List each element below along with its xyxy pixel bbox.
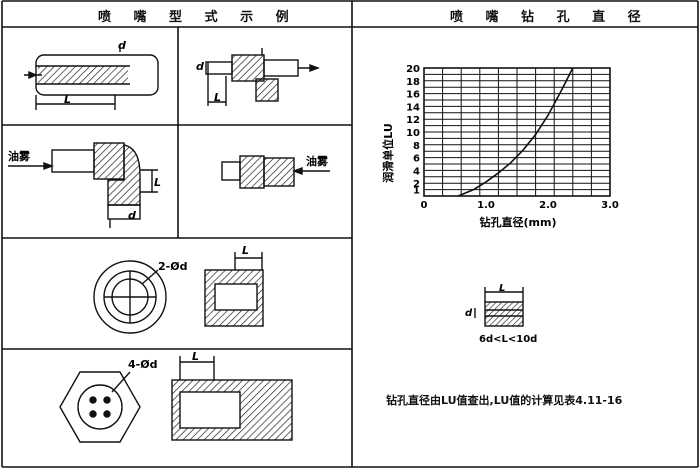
hole-condition: 6d<L<10d xyxy=(479,334,537,345)
hole-diagram: L d 6d<L<10d xyxy=(465,283,537,345)
y-tick-label: 16 xyxy=(406,90,420,101)
y-tick-label: 6 xyxy=(413,154,420,165)
chart-grid xyxy=(423,67,611,197)
x-tick-label: 3.0 xyxy=(601,200,619,211)
chart-y-axis-label: 润滑单位LU xyxy=(381,123,395,183)
label-L-6: L xyxy=(192,350,199,363)
y-tick-label: 18 xyxy=(406,77,420,88)
nozzle-drawings: d L d L 油雾 xyxy=(8,39,330,443)
fitting-nozzle-drawing xyxy=(205,48,320,106)
label-2-holes: 2-Ød xyxy=(158,260,187,273)
x-tick-label: 1.0 xyxy=(477,200,495,211)
y-tick-label: 4 xyxy=(413,166,420,177)
label-d-1: d xyxy=(118,39,126,52)
chart-plot-frame xyxy=(423,67,611,197)
two-hole-nozzle-drawing xyxy=(93,252,264,334)
right-column-header: 喷 嘴 钻 孔 直 径 xyxy=(450,10,650,25)
chart-series xyxy=(457,67,574,197)
chart-x-ticks: 0 1.0 2.0 3.0 xyxy=(421,200,619,211)
label-d-3: d xyxy=(128,209,136,222)
y-tick-label: 12 xyxy=(406,115,420,126)
label-oil-mist-right: 油雾 xyxy=(306,154,329,168)
hole-label-d: d xyxy=(465,308,473,319)
label-L-1: L xyxy=(64,93,71,106)
left-column-header: 喷 嘴 型 式 示 例 xyxy=(98,10,298,25)
y-tick-label: 14 xyxy=(406,102,420,113)
hole-label-L: L xyxy=(499,283,505,294)
lu-curve xyxy=(457,67,574,197)
straight-nozzle-drawing xyxy=(24,45,159,110)
elbow-nozzle-drawing xyxy=(8,142,158,228)
label-L-3: L xyxy=(154,176,161,189)
label-4-holes: 4-Ød xyxy=(128,358,157,371)
chart-x-axis-label: 钻孔直径(mm) xyxy=(480,215,557,229)
four-hole-nozzle-drawing xyxy=(59,356,293,443)
label-L-2: L xyxy=(214,91,221,104)
label-d-2: d xyxy=(196,60,204,73)
y-tick-label: 1 xyxy=(413,186,420,197)
y-tick-label: 20 xyxy=(406,64,420,75)
y-tick-label: 2 xyxy=(413,179,420,190)
straight-fitting-drawing xyxy=(221,155,330,189)
label-L-5: L xyxy=(242,244,249,257)
label-oil-mist-left: 油雾 xyxy=(8,149,31,163)
x-tick-label: 0 xyxy=(421,200,428,211)
y-tick-label: 10 xyxy=(406,128,420,139)
y-tick-label: 8 xyxy=(413,141,420,152)
x-tick-label: 2.0 xyxy=(539,200,557,211)
lookup-note: 钻孔直径由LU值查出,LU值的计算见表4.11-16 xyxy=(386,394,623,407)
